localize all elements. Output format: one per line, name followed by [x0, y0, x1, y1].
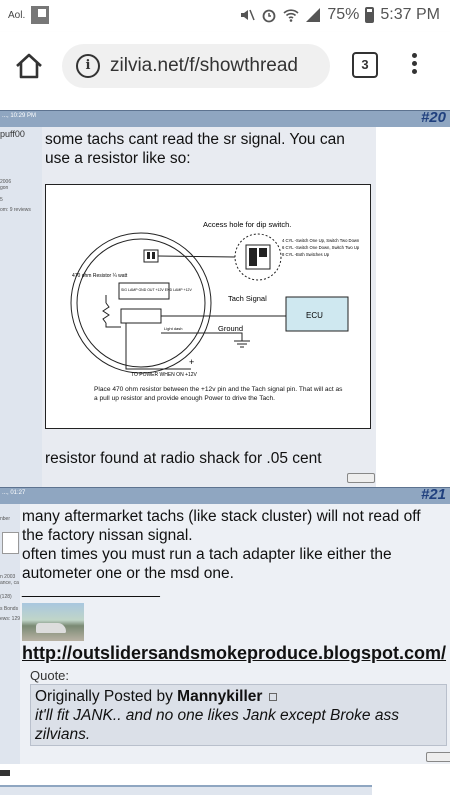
report-icon[interactable]	[0, 770, 10, 776]
quote-text: it'll fit JANK.. and no one likes Jank e…	[35, 707, 399, 743]
battery-percent: 75%	[327, 6, 360, 23]
home-icon[interactable]	[14, 52, 44, 80]
battery-icon	[365, 7, 375, 23]
join-date: 2006	[0, 179, 12, 185]
overflow-menu-icon[interactable]	[410, 50, 418, 80]
view-post-icon[interactable]	[268, 693, 277, 701]
tab-switcher-button[interactable]: 3	[352, 52, 378, 78]
post-number-link[interactable]: #20	[420, 109, 446, 126]
quote-button[interactable]	[426, 752, 450, 762]
flipboard-notification-icon	[31, 6, 50, 24]
resistor-label: 470 ohm Resistor ¼ watt	[72, 273, 128, 279]
post-header: ..., 10:29 PM #20	[0, 109, 450, 127]
post-date: ..., 01:27	[2, 490, 26, 496]
quote-button[interactable]	[347, 473, 375, 483]
wiring-diagram-image[interactable]: Access hole for dip switch. 4 CYL -Switc…	[45, 184, 371, 429]
post-body: some tachs cant read the sr signal. You …	[42, 127, 376, 487]
post-text: resistor found at radio shack for .05 ce…	[45, 450, 322, 467]
post-body: many aftermarket tachs (like stack clust…	[20, 504, 450, 764]
signature-car-photo	[22, 603, 84, 641]
url-text[interactable]: zilvia.net/f/showthread	[110, 55, 298, 76]
reviews-count: om: 9 reviews	[0, 207, 31, 213]
dip-label: 4 CYL -Switch One Up, Switch Two Down	[282, 238, 360, 243]
browser-toolbar: i zilvia.net/f/showthread 3	[0, 32, 450, 100]
alarm-icon	[262, 9, 276, 23]
clock: 5:37 PM	[380, 6, 440, 23]
post-text: some tachs cant read the sr signal. You …	[45, 131, 345, 167]
username-link[interactable]: puff00	[0, 129, 25, 139]
feedback-count: (128)	[0, 594, 12, 600]
aol-notification-icon: Aol.	[8, 9, 26, 21]
post-text: many aftermarket tachs (like stack clust…	[22, 508, 421, 544]
info-icon[interactable]: i	[76, 54, 100, 78]
post-text: often times you must run a tach adapter …	[22, 546, 392, 582]
location: gon	[0, 185, 9, 191]
post-count: 5	[0, 197, 3, 203]
quote-box: Originally Posted by Mannykiller it'll f…	[30, 684, 447, 746]
location: ance, ca	[0, 580, 19, 586]
power-label: TO POWER WHEN ON +12V	[131, 372, 198, 378]
tach-signal-label: Tach Signal	[228, 294, 267, 303]
status-bar: Aol. 75% 5:37 PM	[0, 0, 450, 32]
signature-line: ________________	[22, 581, 160, 598]
similar-threads-bar	[0, 785, 372, 795]
diagram-note: Place 470 ohm resistor between the +12v …	[94, 386, 343, 402]
address-bar[interactable]: i zilvia.net/f/showthread	[62, 44, 330, 88]
wifi-icon	[283, 9, 299, 22]
blog-link[interactable]: http://outslidersandsmokeproduce.blogspo…	[22, 643, 447, 663]
post-date: ..., 10:29 PM	[2, 113, 37, 119]
reviews-count: ews: 129	[0, 616, 20, 622]
ecu-label: ECU	[306, 311, 323, 320]
forum-thread: ..., 10:29 PM #20 puff00 2006 gon 5 om: …	[0, 100, 450, 800]
light-dash-label: Light dash	[164, 326, 182, 331]
tach-wiring-diagram: Access hole for dip switch. 4 CYL -Switc…	[70, 220, 360, 402]
bonds-link[interactable]: s Bonds	[0, 606, 19, 612]
dip-label: 6 CYL -Switch One Down, Switch Two Up	[282, 245, 360, 250]
user-sidebar: puff00 2006 gon 5 om: 9 reviews	[0, 127, 42, 487]
quote-by-prefix: Originally Posted by	[35, 688, 173, 705]
ground-label: Ground	[218, 324, 243, 333]
avatar	[2, 532, 19, 554]
join-date: n 2003	[0, 574, 16, 580]
post-header: ..., 01:27 #21	[0, 486, 450, 504]
user-sidebar: nber n 2003 ance, ca (128) s Bonds ews: …	[0, 504, 20, 764]
quote-author: Mannykiller	[177, 688, 263, 705]
plus-sign: +	[189, 357, 194, 367]
mute-icon	[241, 9, 256, 21]
dip-label: 8 CYL -Both Switches Up	[282, 252, 330, 257]
user-title: nber	[0, 516, 11, 522]
signal-icon	[306, 8, 321, 22]
pin-labels: SIG LAMP GND OUT +12V END LAMP +12V	[121, 288, 192, 292]
quote-label: Quote:	[30, 668, 70, 683]
access-hole-label: Access hole for dip switch.	[203, 220, 291, 229]
post-number-link[interactable]: #21	[420, 486, 446, 503]
